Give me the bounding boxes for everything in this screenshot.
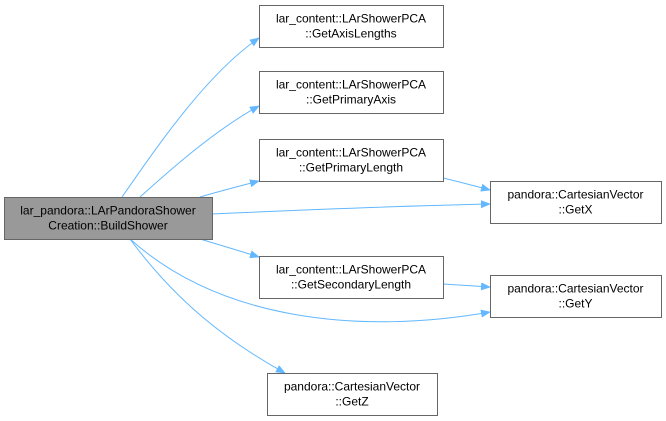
edge-line	[211, 200, 491, 215]
node-box	[259, 5, 444, 48]
node-label-line: ::GetSecondaryLength	[291, 278, 411, 292]
edge-build-shower-to-get-y	[129, 238, 491, 323]
node-label-line: ::GetZ	[335, 395, 368, 409]
node-get-x[interactable]: pandora::CartesianVector::GetX	[490, 181, 662, 224]
edge-build-shower-to-get-axis-lengths	[121, 37, 260, 198]
edge-build-shower-to-get-z	[129, 238, 286, 374]
node-label-line: ::GetPrimaryAxis	[306, 93, 396, 107]
node-label-line: Creation::BuildShower	[48, 219, 167, 233]
edges-layer	[121, 37, 491, 374]
edge-build-shower-to-get-x	[211, 200, 491, 215]
node-build-shower[interactable]: lar_pandora::LArPandoraShowerCreation::B…	[4, 197, 213, 240]
node-label-line: lar_content::LArShowerPCA	[276, 12, 426, 26]
edge-get-secondary-length-to-get-y	[442, 282, 491, 291]
node-label-line: lar_content::LArShowerPCA	[276, 78, 426, 92]
node-box	[259, 71, 444, 114]
node-label-line: pandora::CartesianVector	[284, 380, 420, 394]
node-get-z[interactable]: pandora::CartesianVector::GetZ	[267, 373, 438, 416]
node-get-secondary-length[interactable]: lar_content::LArShowerPCA::GetSecondaryL…	[259, 256, 444, 299]
nodes-layer: lar_pandora::LArPandoraShowerCreation::B…	[4, 5, 662, 416]
node-label-line: lar_content::LArShowerPCA	[276, 263, 426, 277]
edge-build-shower-to-get-primary-axis	[139, 105, 260, 198]
node-box	[4, 197, 213, 240]
node-get-primary-length[interactable]: lar_content::LArShowerPCA::GetPrimaryLen…	[259, 139, 444, 182]
node-label-line: pandora::CartesianVector	[507, 282, 643, 296]
node-label-line: lar_content::LArShowerPCA	[276, 146, 426, 160]
edge-line	[129, 238, 286, 374]
node-label-line: ::GetY	[558, 297, 592, 311]
node-box	[259, 139, 444, 182]
edge-line	[199, 179, 260, 198]
node-label-line: ::GetAxisLengths	[305, 27, 396, 41]
edge-line	[139, 105, 260, 198]
node-box	[259, 256, 444, 299]
node-label-line: pandora::CartesianVector	[507, 188, 643, 202]
node-box	[490, 275, 662, 318]
node-box	[267, 373, 438, 416]
edge-line	[199, 238, 260, 259]
node-box	[490, 181, 662, 224]
node-label-line: ::GetPrimaryLength	[299, 161, 403, 175]
edge-line	[442, 177, 491, 192]
edge-get-primary-length-to-get-x	[442, 177, 491, 192]
node-get-y[interactable]: pandora::CartesianVector::GetY	[490, 275, 662, 318]
edge-line	[442, 282, 491, 291]
node-get-primary-axis[interactable]: lar_content::LArShowerPCA::GetPrimaryAxi…	[259, 71, 444, 114]
node-label-line: lar_pandora::LArPandoraShower	[20, 204, 195, 218]
edge-build-shower-to-get-secondary-length	[199, 238, 260, 259]
node-get-axis-lengths[interactable]: lar_content::LArShowerPCA::GetAxisLength…	[259, 5, 444, 48]
edge-line	[121, 37, 260, 198]
edge-build-shower-to-get-primary-length	[199, 179, 260, 198]
edge-line	[129, 238, 491, 323]
node-label-line: ::GetX	[558, 203, 592, 217]
